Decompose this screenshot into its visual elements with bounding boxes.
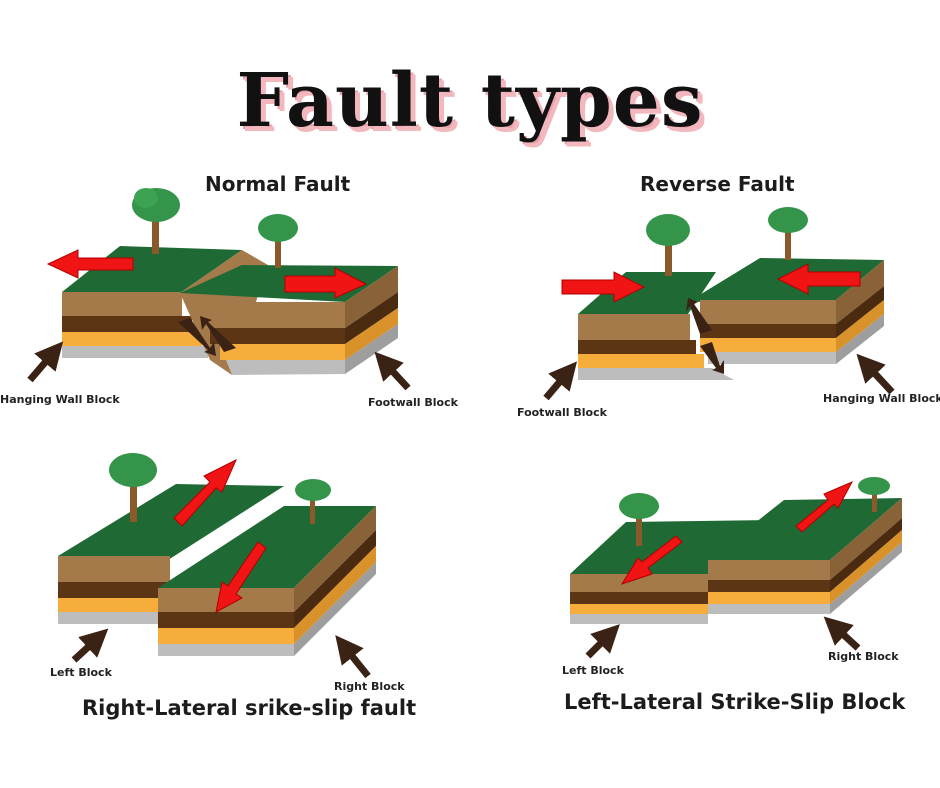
rl-left-soil-top: [58, 556, 170, 582]
ll-caption: Left-Lateral Strike-Slip Block: [564, 690, 906, 714]
rl-right-grass-top: [158, 506, 376, 588]
normal-fault-title: Normal Fault: [205, 172, 351, 196]
rl-pointer-right: [335, 635, 371, 679]
normal-extension-arrow-left: [46, 249, 134, 279]
tree-icon: [858, 477, 890, 512]
rl-left-grass-top: [58, 484, 284, 560]
normal-left-soil-top: [62, 292, 182, 316]
tree-icon: [258, 214, 298, 268]
ll-right-side-sand: [830, 530, 902, 604]
normal-right-side-rock: [345, 324, 398, 374]
reverse-right-soil-top: [700, 300, 836, 324]
normal-right-side-dark: [345, 292, 398, 344]
reverse-right-side-sand: [836, 300, 884, 352]
rl-pointer-left: [71, 628, 109, 663]
reverse-compression-arrow-right: [776, 263, 861, 295]
ll-left-rock: [570, 614, 708, 624]
rl-right-rock: [158, 644, 294, 656]
reverse-right-side-dark: [836, 286, 884, 338]
normal-label-footwall: Footwall Block: [368, 396, 458, 409]
reverse-label-hanging-wall: Hanging Wall Block: [823, 392, 940, 405]
ll-left-soil-top: [570, 574, 708, 592]
reverse-right-rock: [708, 352, 836, 364]
reverse-slip-arrow-down: [700, 342, 724, 374]
normal-left-rock: [62, 346, 208, 358]
rl-motion-arrow-up: [173, 458, 238, 527]
reverse-left-grass-top: [578, 272, 716, 314]
rl-label-right-block: Right Block: [334, 680, 405, 693]
reverse-label-footwall: Footwall Block: [517, 406, 607, 419]
tree-icon: [619, 493, 659, 546]
page-title: Fault types: [236, 58, 704, 144]
normal-pointer-right: [374, 351, 411, 391]
rl-left-sand: [58, 598, 170, 612]
ll-left-soil-dark: [570, 592, 708, 604]
rl-right-side: [294, 506, 376, 612]
reverse-pointer-right: [856, 353, 895, 395]
normal-right-soil-dark: [210, 328, 345, 344]
ll-right-side-dark: [830, 518, 902, 592]
reverse-left-soil-dark: [578, 340, 696, 354]
tree-icon: [646, 214, 690, 276]
normal-pointer-left: [27, 341, 64, 383]
ll-right-side-rock: [830, 542, 902, 614]
ll-right-soil-dark: [708, 580, 830, 592]
normal-slip-arrow-up: [200, 316, 236, 352]
reverse-fault-diagram: [543, 207, 895, 401]
tree-icon: [132, 188, 180, 254]
rl-left-soil-dark: [58, 582, 170, 598]
normal-extension-arrow-right: [284, 267, 368, 299]
rl-right-soil-dark: [158, 612, 294, 628]
ll-label-right-block: Right Block: [828, 650, 899, 663]
reverse-right-side-rock: [836, 314, 884, 364]
rl-right-side-dark: [294, 530, 376, 628]
normal-left-sand: [62, 332, 202, 346]
rl-motion-arrow-down: [215, 541, 267, 613]
reverse-right-sand: [700, 338, 836, 352]
normal-right-soil-top: [200, 302, 345, 328]
ll-pointer-left: [585, 624, 620, 659]
reverse-fault-title: Reverse Fault: [640, 172, 795, 196]
normal-left-soil-dark: [62, 316, 192, 332]
rl-label-left-block: Left Block: [50, 666, 112, 679]
rl-right-sand: [158, 628, 294, 644]
ll-pointer-right: [823, 616, 861, 651]
normal-label-hanging-wall: Hanging Wall Block: [0, 393, 120, 406]
reverse-slip-arrow-up: [686, 298, 712, 334]
reverse-compression-arrow-left: [561, 271, 646, 303]
reverse-left-soil-top: [578, 314, 690, 340]
rl-left-rock: [58, 612, 170, 624]
right-lateral-diagram: [58, 453, 376, 679]
reverse-pointer-left: [543, 361, 578, 401]
tree-icon: [768, 207, 808, 260]
ll-label-left-block: Left Block: [562, 664, 624, 677]
ll-right-rock: [708, 604, 830, 614]
reverse-left-sand: [578, 354, 704, 368]
normal-right-side: [345, 266, 398, 328]
ll-right-side: [830, 498, 902, 580]
rl-right-side-sand: [294, 546, 376, 644]
rl-caption: Right-Lateral srike-slip fault: [82, 696, 417, 720]
normal-fault-diagram: [27, 188, 411, 391]
reverse-right-side: [836, 260, 884, 324]
normal-right-sand: [220, 344, 345, 360]
ll-right-sand: [708, 592, 830, 604]
normal-slip-arrow-down: [178, 318, 216, 356]
reverse-left-rock: [578, 368, 734, 380]
normal-right-rock: [226, 360, 345, 375]
rl-right-side-rock: [294, 562, 376, 656]
reverse-right-soil-dark: [700, 324, 836, 338]
ll-motion-arrow-down: [620, 535, 683, 585]
ll-right-soil-top: [708, 560, 830, 580]
left-lateral-diagram: [570, 477, 902, 659]
normal-right-side-sand: [345, 308, 398, 360]
tree-icon: [109, 453, 157, 522]
tree-icon: [295, 479, 331, 524]
ll-motion-arrow-up: [795, 480, 854, 533]
ll-left-sand: [570, 604, 708, 614]
